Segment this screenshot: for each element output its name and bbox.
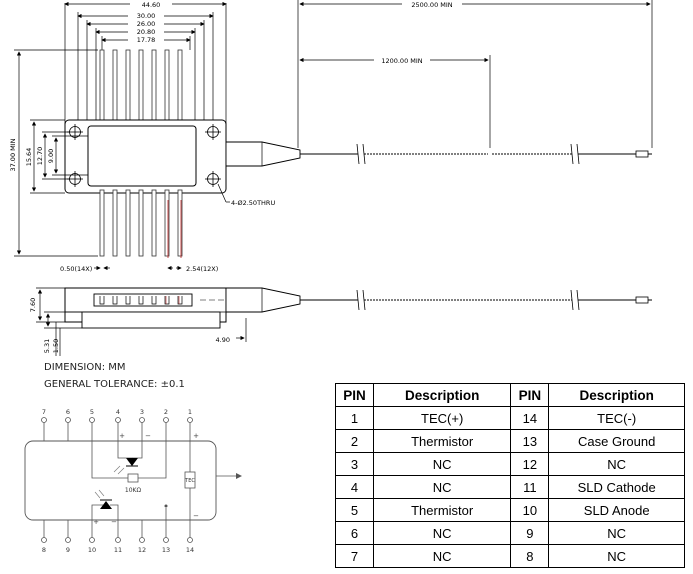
table-cell: NC (372, 544, 512, 568)
header-pin: PIN (335, 383, 374, 407)
table-cell: 14 (510, 406, 550, 430)
dim-height-total: 37.00 MIN (9, 138, 17, 171)
table-cell: Thermistor (372, 429, 512, 453)
table-cell: 5 (335, 498, 374, 522)
thermistor-label: 10KΩ (125, 487, 142, 494)
dimension-note: DIMENSION: MM (44, 362, 126, 373)
pin-label-top: 6 (66, 408, 70, 416)
pin-description-table: PIN Description PIN Description 1 TEC(+)… (335, 383, 685, 568)
dim-h12: 12.70 (36, 147, 44, 166)
table-cell: 2 (335, 429, 374, 453)
table-cell: 7 (335, 544, 374, 568)
table-header-row: PIN Description PIN Description (335, 383, 685, 407)
table-row: 4 NC 11 SLD Cathode (335, 475, 685, 499)
pin-label-bottom: 9 (66, 546, 70, 554)
table-row: 6 NC 9 NC (335, 521, 685, 545)
table-cell: NC (372, 521, 512, 545)
table-cell: SLD Anode (548, 498, 685, 522)
table-cell: 8 (510, 544, 550, 568)
dim-w17: 17.78 (137, 36, 156, 44)
dim-pin-width: 0.50(14X) (60, 265, 92, 273)
table-cell: 13 (510, 429, 550, 453)
package-top-view (64, 49, 652, 258)
table-cell: NC (548, 521, 685, 545)
table-row: 2 Thermistor 13 Case Ground (335, 429, 685, 453)
pin-label-top: 7 (42, 408, 46, 416)
pin-label-top: 3 (140, 408, 144, 416)
schematic-plus-2: + (93, 518, 99, 526)
table-cell: TEC(-) (548, 406, 685, 430)
dim-side-b: 1.50 (52, 339, 60, 353)
pin-label-top: 4 (116, 408, 120, 416)
table-cell: 10 (510, 498, 550, 522)
table-cell: 9 (510, 521, 550, 545)
dim-overall-width: 44.60 (142, 1, 161, 9)
pin-label-bottom: 13 (162, 546, 170, 554)
pin-label-top: 2 (164, 408, 168, 416)
dim-w30: 30.00 (137, 12, 156, 20)
schematic-minus-1: − (145, 432, 151, 440)
schematic-minus-2: − (111, 518, 117, 526)
table-cell: NC (548, 544, 685, 568)
pin-label-bottom: 11 (114, 546, 122, 554)
table-cell: NC (372, 475, 512, 499)
header-description: Description (548, 383, 685, 407)
dim-h15: 15.64 (25, 148, 33, 167)
dim-h9: 9.00 (47, 149, 55, 163)
pinout-schematic: TEC 10KΩ + − + − + − 7 6 5 4 3 2 1 8 9 1… (24, 408, 242, 554)
pin-label-bottom: 12 (138, 546, 146, 554)
tec-label: TEC (184, 478, 195, 484)
table-row: 1 TEC(+) 14 TEC(-) (335, 406, 685, 430)
schematic-plus-3: + (193, 432, 199, 440)
dim-fiber-length: 2500.00 MIN (411, 1, 452, 9)
table-cell: NC (372, 452, 512, 476)
pin-label-top: 5 (90, 408, 94, 416)
dim-side-offset: 4.90 (216, 336, 230, 344)
table-cell: TEC(+) (372, 406, 512, 430)
dim-side-a: 5.31 (43, 339, 51, 353)
table-cell: NC (548, 452, 685, 476)
table-cell: 4 (335, 475, 374, 499)
table-cell: SLD Cathode (548, 475, 685, 499)
schematic-minus-3: − (193, 512, 199, 520)
table-row: 7 NC 8 NC (335, 544, 685, 568)
dim-side-height: 7.60 (29, 298, 37, 312)
schematic-plus-1: + (119, 432, 125, 440)
package-side-view (64, 287, 652, 329)
pin-label-bottom: 10 (88, 546, 96, 554)
dim-w20: 20.80 (137, 28, 156, 36)
header-pin: PIN (510, 383, 550, 407)
pin-label-bottom: 14 (186, 546, 194, 554)
table-cell: 12 (510, 452, 550, 476)
table-row: 5 Thermistor 10 SLD Anode (335, 498, 685, 522)
tolerance-note: GENERAL TOLERANCE: ±0.1 (44, 379, 185, 390)
table-cell: Case Ground (548, 429, 685, 453)
table-cell: 1 (335, 406, 374, 430)
table-row: 3 NC 12 NC (335, 452, 685, 476)
table-cell: Thermistor (372, 498, 512, 522)
dim-w26: 26.00 (137, 20, 156, 28)
dim-pin-pitch: 2.54(12X) (186, 265, 218, 273)
table-cell: 3 (335, 452, 374, 476)
pin-label-top: 1 (188, 408, 192, 416)
table-cell: 11 (510, 475, 550, 499)
dim-hole: 4-Ø2.50THRU (231, 199, 275, 207)
pin-label-bottom: 8 (42, 546, 46, 554)
dim-fiber-mid: 1200.00 MIN (381, 57, 422, 65)
table-cell: 6 (335, 521, 374, 545)
header-description: Description (372, 383, 512, 407)
